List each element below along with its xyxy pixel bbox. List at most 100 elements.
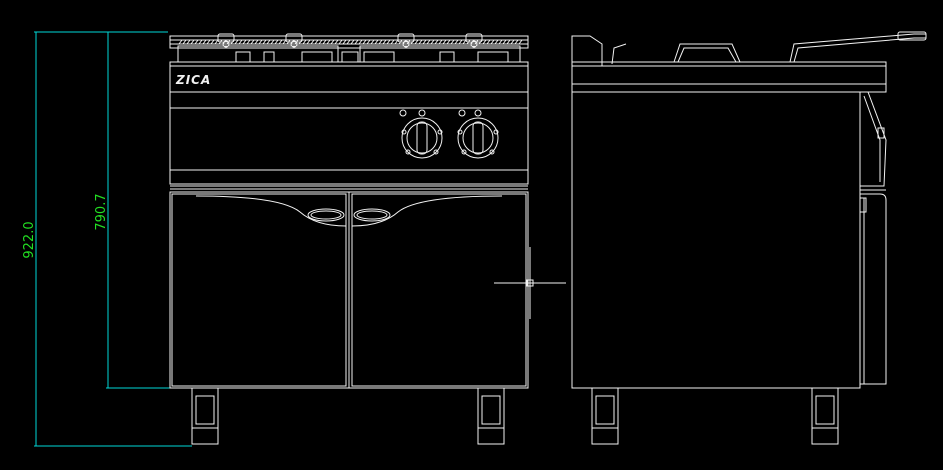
grate-hatch-line	[494, 39, 499, 45]
grate-hatch-line	[502, 39, 507, 45]
grate-hatch-line	[250, 39, 255, 45]
grate-hatch-line	[302, 39, 307, 45]
grate-hatch-line	[414, 39, 419, 45]
grate-hatch-line	[450, 39, 455, 45]
grate-hatch-line	[294, 39, 299, 45]
grate-hatch-line	[314, 39, 319, 45]
grate-hatch-line	[194, 39, 199, 45]
grate-hatch-line	[346, 39, 351, 45]
crosshair-cursor	[494, 247, 566, 319]
grate-hatch-line	[282, 39, 287, 45]
grate-hatch-line	[338, 39, 343, 45]
grate-hatch-line	[210, 39, 215, 45]
grate-hatch-line	[358, 39, 363, 45]
grate-hatch-line	[342, 39, 347, 45]
grate-hatch-line	[474, 39, 479, 45]
grate-hatch-line	[518, 39, 523, 45]
grate-hatch-line	[178, 39, 183, 45]
grate-hatch-line	[202, 39, 207, 45]
grate-hatch-line	[506, 39, 511, 45]
dimension-label-overall: 922.0	[22, 221, 37, 258]
temperature-knob-left	[399, 109, 443, 159]
grate-hatch-line	[226, 39, 231, 45]
grate-hatch-line	[278, 39, 283, 45]
grate-hatch-line	[498, 39, 503, 45]
grate-hatch-line	[438, 39, 443, 45]
grate-hatch-line	[406, 39, 411, 45]
grate-hatch-line	[486, 39, 491, 45]
dimension-overall-height: 922.0	[22, 31, 192, 447]
grate-hatch-line	[254, 39, 259, 45]
grate-hatch-line	[266, 39, 271, 45]
grate-hatch-line	[422, 39, 427, 45]
grate-hatch-line	[410, 39, 415, 45]
side-legs	[591, 387, 839, 445]
grate-hatch-line	[274, 39, 279, 45]
grate-hatch-line	[258, 39, 263, 45]
grate-hatch-line	[482, 39, 487, 45]
grate-hatch-line	[398, 39, 403, 45]
grate-hatch-line	[334, 39, 339, 45]
temperature-knob-right	[457, 109, 499, 159]
grate-hatch-line	[262, 39, 267, 45]
grate-hatch-line	[470, 39, 475, 45]
grate-hatch-line	[378, 39, 383, 45]
grate-hatch-line	[382, 39, 387, 45]
side-view	[571, 31, 927, 445]
front-view: ZICA	[169, 33, 529, 445]
grate-hatch-line	[198, 39, 203, 45]
grate-hatch-line	[366, 39, 371, 45]
grate-hatch-line	[386, 39, 391, 45]
grate-hatch-line	[394, 39, 399, 45]
grate-hatch-line	[270, 39, 275, 45]
grate-hatch-line	[430, 39, 435, 45]
grate-hatch-line	[206, 39, 211, 45]
grate-hatch-line	[402, 39, 407, 45]
grate-hatch-line	[290, 39, 295, 45]
grate-hatch-line	[326, 39, 331, 45]
grate-hatch-line	[286, 39, 291, 45]
grate-hatch-line	[190, 39, 195, 45]
grate-hatch-line	[418, 39, 423, 45]
grate-hatch-line	[298, 39, 303, 45]
grate-hatch-line	[354, 39, 359, 45]
grate-hatch-line	[466, 39, 471, 45]
grate-hatch-line	[442, 39, 447, 45]
grate-hatch-line	[318, 39, 323, 45]
grate-hatch-line	[362, 39, 367, 45]
grate-hatch-line	[182, 39, 187, 45]
grate-hatch-line	[230, 39, 235, 45]
grate-hatch-line	[454, 39, 459, 45]
dimension-cabinet-height: 790.7	[94, 32, 170, 389]
grate-hatch-line	[458, 39, 463, 45]
grate-hatch-line	[426, 39, 431, 45]
brand-logo: ZICA	[175, 73, 211, 87]
grate-hatch-line	[222, 39, 227, 45]
grate-hatch-line	[218, 39, 223, 45]
fryer-top-grates	[169, 33, 529, 63]
grate-hatch-line	[478, 39, 483, 45]
grate-hatch-line	[246, 39, 251, 45]
grate-hatch-line	[310, 39, 315, 45]
grate-hatch-line	[434, 39, 439, 45]
grate-hatch-line	[234, 39, 239, 45]
grate-hatch-line	[390, 39, 395, 45]
grate-hatch-line	[214, 39, 219, 45]
front-legs	[191, 387, 505, 445]
grate-hatch-line	[242, 39, 247, 45]
grate-hatch-line	[186, 39, 191, 45]
grate-hatch-line	[510, 39, 515, 45]
grate-hatch-line	[374, 39, 379, 45]
grate-hatch-line	[238, 39, 243, 45]
dimension-label-cabinet: 790.7	[94, 193, 109, 230]
grate-hatch-line	[350, 39, 355, 45]
grate-hatch-line	[330, 39, 335, 45]
grate-hatch-line	[370, 39, 375, 45]
grate-hatch-line	[490, 39, 495, 45]
grate-hatch-line	[462, 39, 467, 45]
grate-hatch-line	[514, 39, 519, 45]
grate-hatch-line	[322, 39, 327, 45]
grate-hatch-line	[306, 39, 311, 45]
grate-hatch-line	[446, 39, 451, 45]
